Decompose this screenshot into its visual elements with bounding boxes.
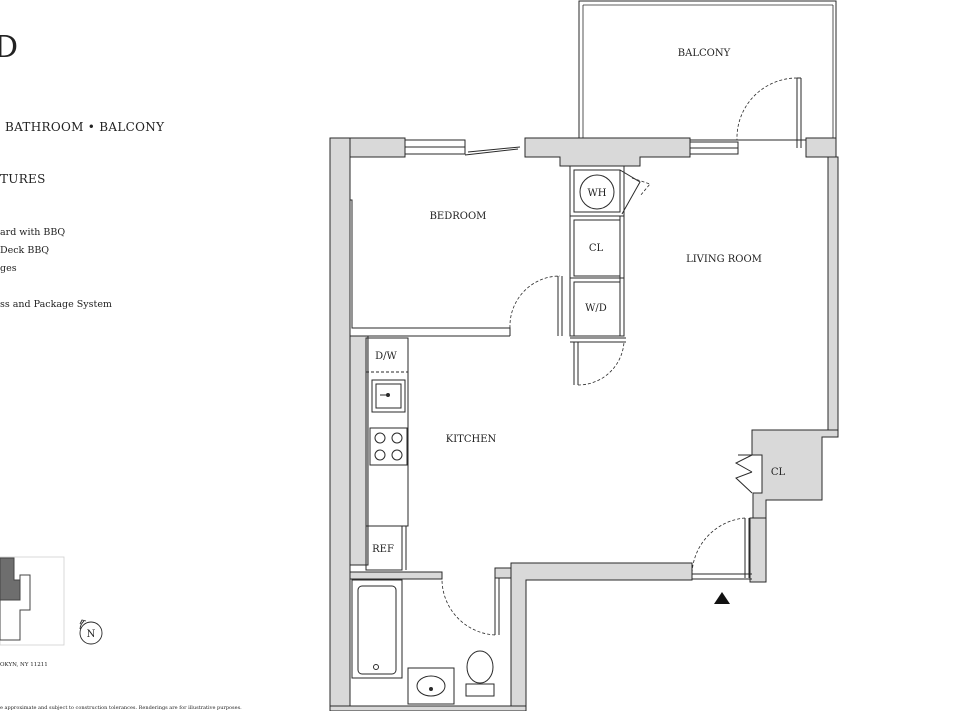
disclaimer: e approximate and subject to constructio…	[0, 705, 242, 711]
bathtub-icon	[351, 579, 403, 679]
stove-icon	[369, 427, 408, 466]
amenity-item: ss and Package System	[0, 299, 112, 310]
features-heading: TURES	[0, 172, 46, 186]
room-label-living-room: LIVING ROOM	[686, 254, 762, 265]
room-label-kitchen: KITCHEN	[446, 434, 497, 445]
water-heater-icon	[579, 174, 615, 210]
compass-north-icon: N	[79, 619, 103, 645]
amenity-item: ard with BBQ	[0, 227, 66, 238]
label-water-heater: WH	[588, 188, 607, 199]
bath-sink-icon	[407, 667, 455, 705]
address: OKYN, NY 11211	[0, 662, 48, 668]
unit-title: D	[0, 30, 19, 65]
amenity-item: ges	[0, 263, 17, 274]
dishwasher	[365, 337, 409, 373]
key-plan-unit-highlight	[0, 557, 21, 601]
label-washer-dryer: W/D	[585, 303, 607, 314]
unit-subtitle: BATHROOM • BALCONY	[5, 120, 165, 134]
refrigerator	[365, 525, 403, 571]
closet-block	[569, 165, 651, 386]
label-closet-east: CL	[771, 467, 786, 478]
compass-label: N	[87, 629, 96, 640]
label-refrigerator: REF	[372, 544, 394, 555]
label-dishwasher: D/W	[375, 351, 397, 362]
room-label-bedroom: BEDROOM	[430, 211, 487, 222]
sink-icon	[371, 379, 406, 413]
closet-east	[734, 454, 763, 494]
bathroom	[351, 578, 500, 705]
room-label-balcony: BALCONY	[678, 48, 731, 59]
amenity-item: Deck BBQ	[0, 245, 50, 256]
entry-door	[691, 517, 752, 604]
bedroom-walls	[350, 199, 563, 337]
balcony-area	[578, 0, 837, 148]
toilet-icon	[465, 650, 495, 697]
entry-arrow-icon	[714, 592, 730, 604]
walls	[329, 137, 839, 711]
window	[404, 139, 739, 156]
label-closet: CL	[589, 243, 604, 254]
key-plan	[0, 556, 65, 646]
kitchen-counter	[365, 337, 409, 571]
